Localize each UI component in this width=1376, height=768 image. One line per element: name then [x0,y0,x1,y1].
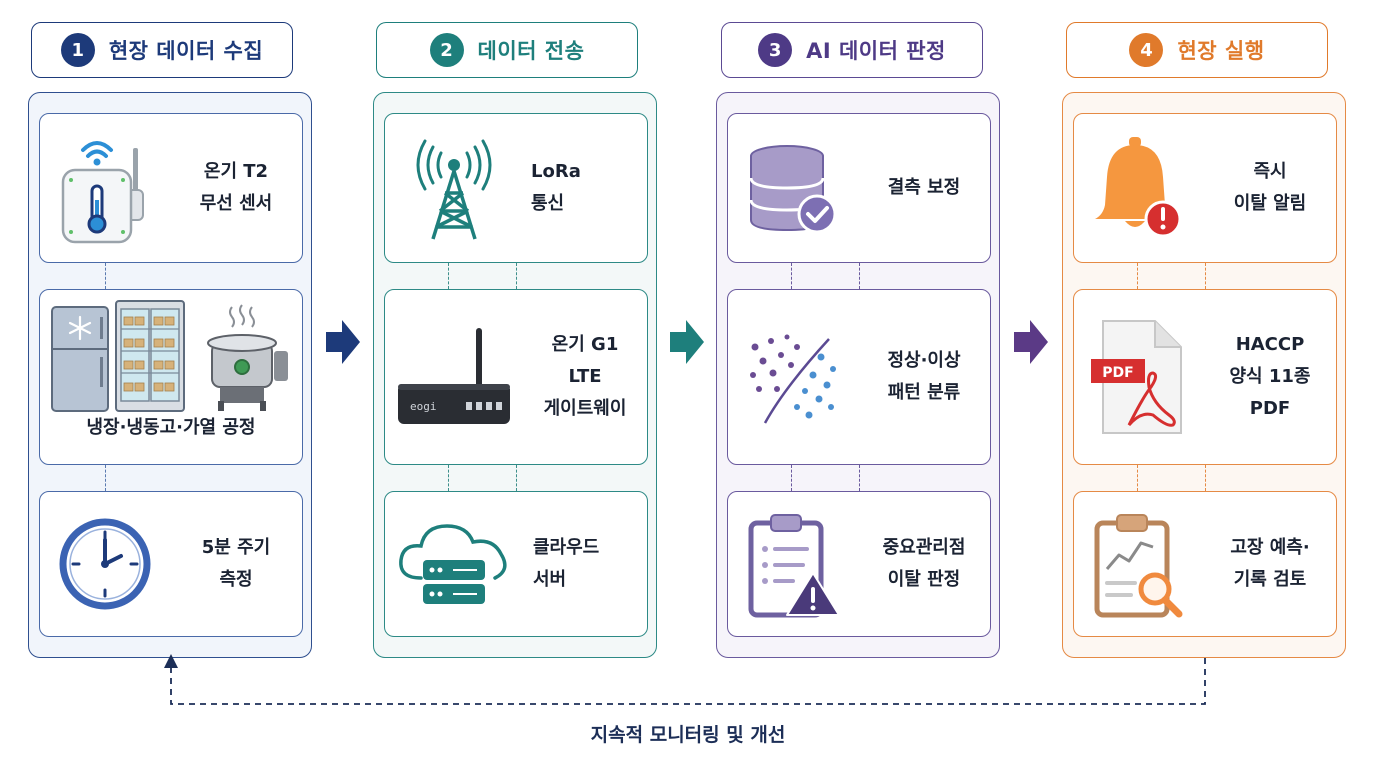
column-3-panel: 결측 보정 정상·이상 패턴 분류 [716,92,1000,658]
card-label: 온기 T2 무선 센서 [199,161,273,214]
card-gateway: eogi 온기 G1 LTE 게이트웨이 [384,289,648,465]
step-number-4: 4 [1129,33,1164,67]
connector [448,263,449,289]
connector [859,465,860,491]
card-instant-alert: 즉시 이탈 알림 [1073,113,1337,263]
connector [105,263,106,289]
column-3-title: AI 데이터 판정 [806,39,946,63]
card-label: 고장 예측· 기록 검토 [1230,537,1310,590]
column-4-title: 현장 실행 [1177,39,1265,63]
connector [1137,263,1138,289]
flow-arrow-icon [670,320,704,364]
connector [791,263,792,289]
connector [1205,263,1206,289]
connector [1137,465,1138,491]
step-number-1: 1 [60,33,95,67]
column-2-panel: LoRa 통신 eogi 온기 G1 LTE 게이트웨이 클라우드 서버 [373,92,657,658]
card-label: 결측 보정 [887,177,961,198]
column-4-panel: 즉시 이탈 알림 PDF HACCP 양식 11종 PDF 고장 [1062,92,1346,658]
card-label: 5분 주기 측정 [201,537,271,590]
cloud-server-icon [385,516,523,612]
card-label: HACCP 양식 11종 PDF [1229,334,1311,419]
card-failure-prediction: 고장 예측· 기록 검토 [1073,491,1337,637]
wireless-sensor-icon [40,128,170,248]
connector [859,263,860,289]
card-equipment: 냉장·냉동고·가열 공정 [39,289,303,465]
feedback-label: 지속적 모니터링 및 개선 [590,724,786,746]
step-number-3: 3 [758,33,793,67]
column-4-header: 4 현장 실행 [1066,22,1328,78]
report-search-icon [1074,509,1204,619]
pdf-document-icon: PDF [1074,317,1204,437]
card-label: 냉장·냉동고·가열 공정 [86,417,256,438]
card-missing-correction: 결측 보정 [727,113,991,263]
connector [791,465,792,491]
database-check-icon [728,138,858,238]
flow-arrow-icon [326,320,360,364]
connector [1205,465,1206,491]
card-ccp-deviation: 중요관리점 이탈 판정 [727,491,991,637]
card-label: 온기 G1 LTE 게이트웨이 [543,334,627,419]
equipment-icon [40,290,302,412]
card-label: 정상·이상 패턴 분류 [887,350,961,403]
column-1-title: 현장 데이터 수집 [108,39,264,63]
card-label: LoRa 통신 [531,161,581,214]
card-label: 중요관리점 이탈 판정 [882,537,966,590]
column-2-title: 데이터 전송 [477,39,585,63]
connector [105,465,106,491]
card-label: 즉시 이탈 알림 [1233,161,1307,214]
connector [516,465,517,491]
connector [448,465,449,491]
column-2-header: 2 데이터 전송 [376,22,638,78]
column-1-panel: 온기 T2 무선 센서 [28,92,312,658]
pdf-badge: PDF [1102,365,1133,381]
card-lora: LoRa 통신 [384,113,648,263]
radio-tower-icon [385,133,523,243]
feedback-arrowhead-icon [164,654,178,668]
card-cloud-server: 클라우드 서버 [384,491,648,637]
scatter-classify-icon [728,327,858,427]
column-1-header: 1 현장 데이터 수집 [31,22,293,78]
card-clock: 5분 주기 측정 [39,491,303,637]
card-pattern-classify: 정상·이상 패턴 분류 [727,289,991,465]
column-3-header: 3 AI 데이터 판정 [721,22,983,78]
card-label: 클라우드 서버 [533,537,600,590]
clock-icon [40,516,170,612]
clipboard-warning-icon [728,509,858,619]
gateway-device-text: eogi [410,400,437,413]
bell-alert-icon [1074,133,1204,243]
connector [516,263,517,289]
step-number-2: 2 [429,33,464,67]
card-haccp-pdf: PDF HACCP 양식 11종 PDF [1073,289,1337,465]
gateway-router-icon: eogi [385,322,523,432]
flow-arrow-icon [1014,320,1048,364]
card-wireless-sensor: 온기 T2 무선 센서 [39,113,303,263]
